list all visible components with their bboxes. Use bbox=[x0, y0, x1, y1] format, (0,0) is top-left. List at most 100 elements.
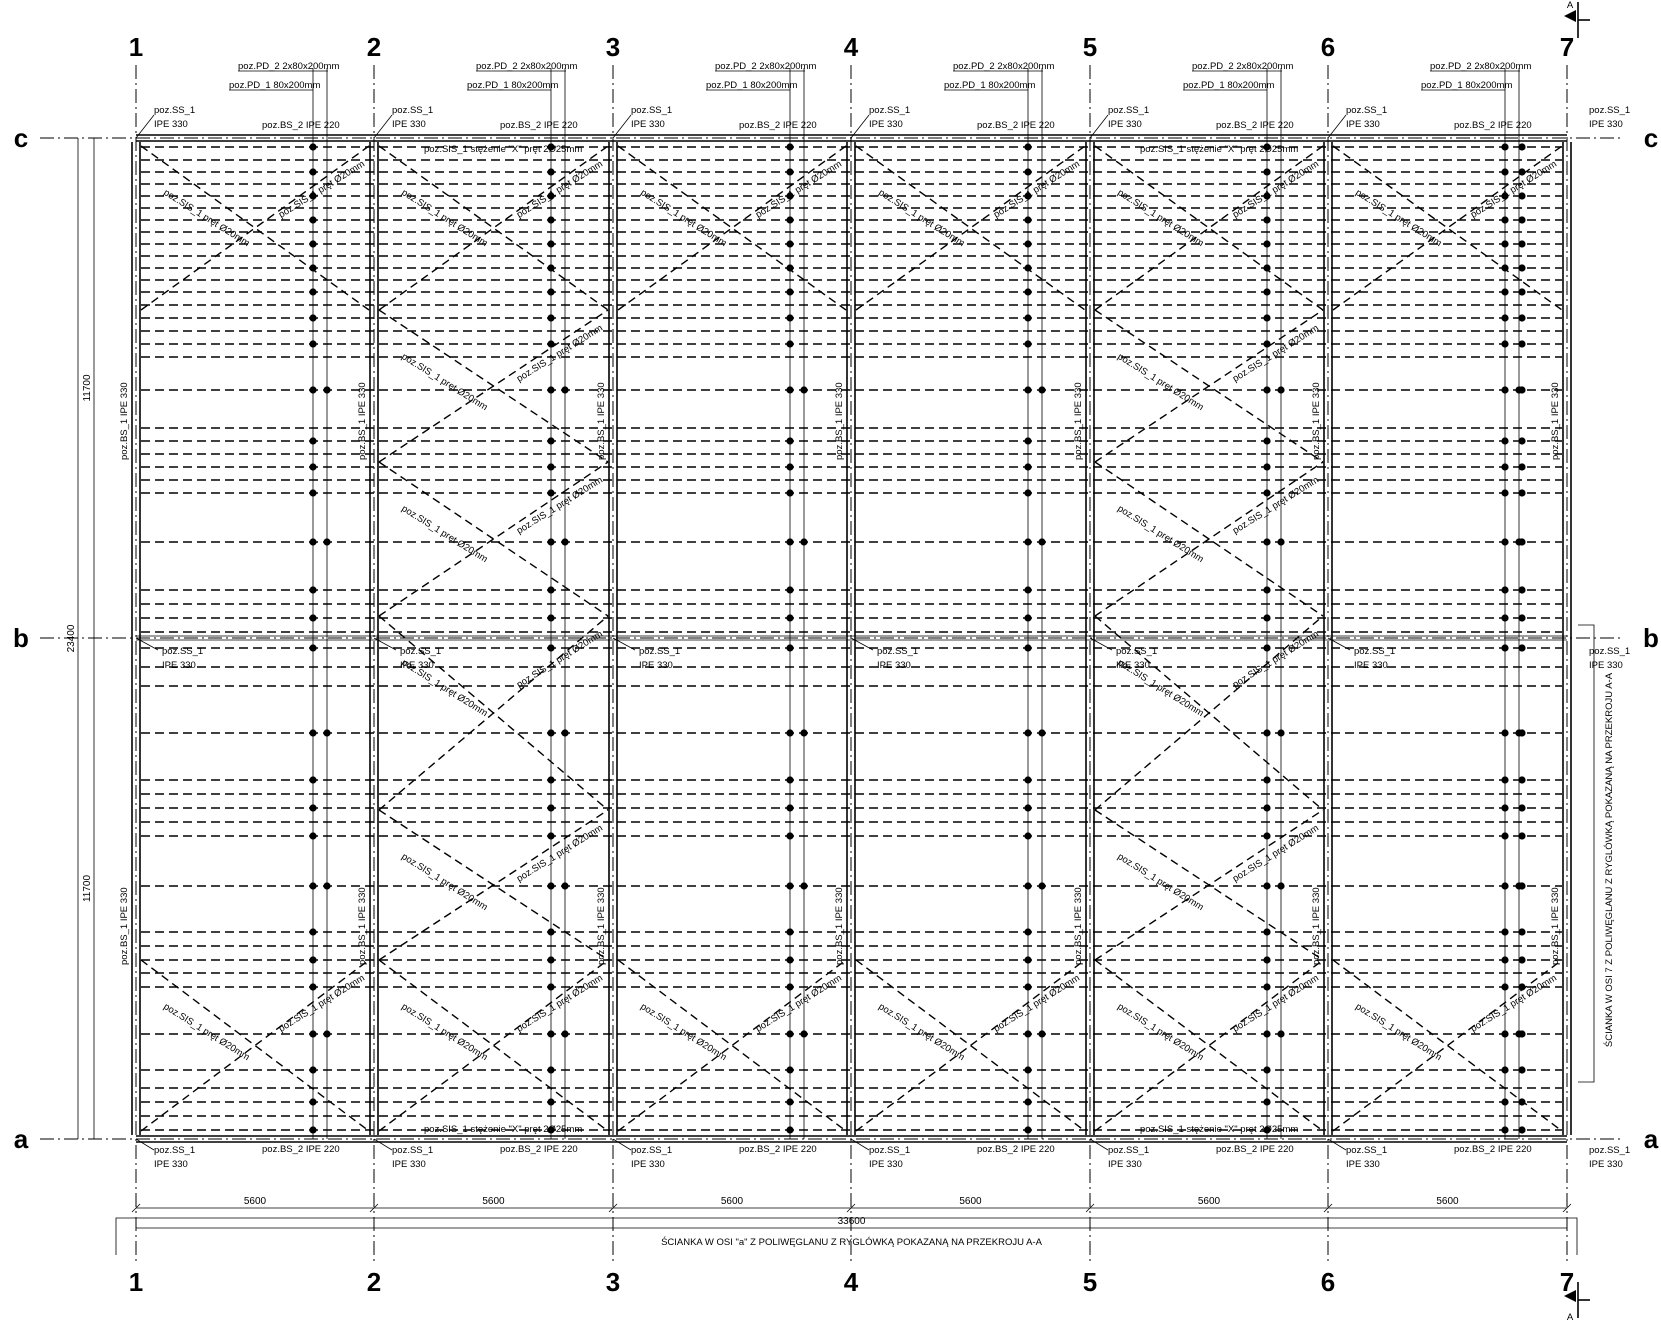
pd1-label: poz.PD_1 80x200mm bbox=[1421, 80, 1512, 91]
brace-line bbox=[617, 145, 847, 311]
ss1-label: poz.SS_1 bbox=[154, 105, 195, 116]
section-arrow bbox=[1564, 10, 1576, 22]
ss1-label: poz.SS_1 bbox=[1108, 105, 1149, 116]
column-label: poz.BS_1 IPE 330 bbox=[1550, 887, 1561, 965]
connection-dot bbox=[1263, 1098, 1271, 1106]
ipe330-label: IPE 330 bbox=[1108, 119, 1142, 130]
connection-dot bbox=[1501, 463, 1509, 471]
connection-dot bbox=[1501, 538, 1509, 546]
connection-dot bbox=[786, 882, 794, 890]
connection-dot bbox=[323, 729, 331, 737]
axis-label-top-6: 6 bbox=[1321, 32, 1335, 62]
connection-dot bbox=[1024, 729, 1032, 737]
ipe330-label: IPE 330 bbox=[1116, 660, 1150, 671]
ss1-label: poz.SS_1 bbox=[1589, 105, 1630, 116]
ss1-label: poz.SS_1 bbox=[1108, 1145, 1149, 1156]
connection-dot bbox=[309, 928, 317, 936]
total-width-dimension: 33600 bbox=[838, 1216, 866, 1227]
connection-dot bbox=[1263, 928, 1271, 936]
connection-dot bbox=[1518, 928, 1526, 936]
connection-dot bbox=[786, 586, 794, 594]
bracing-label: poz.SIS_1 pręt Ø20mm bbox=[277, 973, 367, 1035]
connection-dot bbox=[1501, 928, 1509, 936]
brace-line bbox=[1094, 615, 1324, 811]
connection-dot bbox=[786, 1030, 794, 1038]
connection-dot bbox=[786, 489, 794, 497]
axis-label-top-2: 2 bbox=[367, 32, 381, 62]
connection-dot bbox=[1263, 192, 1271, 200]
bracing-label: poz.SIS_1 pręt Ø20mm bbox=[399, 851, 489, 913]
pd2-label: poz.PD_2 2x80x200mm bbox=[476, 61, 577, 72]
connection-dot bbox=[309, 729, 317, 737]
connection-dot bbox=[1024, 437, 1032, 445]
connection-dot bbox=[786, 1066, 794, 1074]
connection-dot bbox=[547, 586, 555, 594]
column-label: poz.BS_1 IPE 330 bbox=[1073, 382, 1084, 460]
bracing-label: poz.SIS_1 pręt Ø20mm bbox=[638, 187, 728, 249]
connection-dot bbox=[1024, 832, 1032, 840]
connection-dot bbox=[547, 216, 555, 224]
brace-line bbox=[1332, 145, 1563, 311]
brace-line bbox=[378, 145, 609, 311]
connection-dot bbox=[786, 614, 794, 622]
connection-dot bbox=[1501, 314, 1509, 322]
connection-dot bbox=[786, 168, 794, 176]
column-label: poz.BS_1 IPE 330 bbox=[1311, 382, 1322, 460]
brace-line bbox=[1332, 959, 1563, 1132]
connection-dot bbox=[547, 538, 555, 546]
brace-line bbox=[140, 959, 370, 1132]
connection-dot bbox=[1518, 216, 1526, 224]
connection-dot bbox=[786, 956, 794, 964]
connection-dot bbox=[1277, 1030, 1285, 1038]
connection-dot bbox=[1024, 1066, 1032, 1074]
dimension-tick bbox=[1562, 1203, 1572, 1213]
bracing-label: poz.SIS_1 pręt Ø20mm bbox=[399, 503, 489, 565]
ss1-label: poz.SS_1 bbox=[1116, 646, 1157, 657]
connection-dot bbox=[1024, 928, 1032, 936]
connection-dot bbox=[1518, 264, 1526, 272]
connection-dot bbox=[547, 463, 555, 471]
connection-dot bbox=[1024, 1098, 1032, 1106]
x-bracing-label: poz.SIS_1 stężenie "X" pręt 2Ø25mm bbox=[1140, 1124, 1298, 1135]
bs2-label: poz.BS_2 IPE 220 bbox=[977, 120, 1055, 131]
bs2-label: poz.BS_2 IPE 220 bbox=[262, 120, 340, 131]
connection-dot bbox=[309, 216, 317, 224]
axis-label-top-3: 3 bbox=[606, 32, 620, 62]
pd1-label: poz.PD_1 80x200mm bbox=[944, 80, 1035, 91]
connection-dot bbox=[1263, 1066, 1271, 1074]
connection-dot bbox=[1518, 804, 1526, 812]
connection-dot bbox=[786, 314, 794, 322]
ipe330-label: IPE 330 bbox=[1346, 119, 1380, 130]
grid-lines bbox=[40, 65, 1620, 1265]
connection-dot bbox=[1263, 386, 1271, 394]
connection-dot bbox=[786, 729, 794, 737]
brace-line bbox=[1094, 959, 1324, 1132]
bracing-label: poz.SIS_1 pręt Ø20mm bbox=[515, 973, 605, 1035]
axis-label-bottom-4: 4 bbox=[844, 1267, 859, 1297]
bracing-label: poz.SIS_1 pręt Ø20mm bbox=[1231, 973, 1321, 1035]
leader-line bbox=[373, 1138, 393, 1151]
leader-line bbox=[373, 114, 393, 139]
bracing-label: poz.SIS_1 pręt Ø20mm bbox=[876, 187, 966, 249]
bracing-label: poz.SIS_1 pręt Ø20mm bbox=[1231, 323, 1321, 385]
connection-dot bbox=[1518, 1030, 1526, 1038]
brace-line bbox=[378, 615, 609, 811]
section-marker-label: A bbox=[1567, 0, 1574, 11]
connection-dot bbox=[786, 804, 794, 812]
brace-line bbox=[1094, 461, 1324, 617]
bay-dimension: 5600 bbox=[244, 1196, 267, 1207]
connection-dot bbox=[561, 538, 569, 546]
bay-dimension: 5600 bbox=[959, 1196, 982, 1207]
connection-dot bbox=[1518, 314, 1526, 322]
connection-dot bbox=[1501, 437, 1509, 445]
leader-line bbox=[1327, 637, 1351, 651]
connection-dot bbox=[309, 882, 317, 890]
connection-dot bbox=[1024, 192, 1032, 200]
connection-dot bbox=[1024, 168, 1032, 176]
connection-dot bbox=[547, 614, 555, 622]
connection-dot bbox=[1024, 956, 1032, 964]
connection-dot bbox=[800, 538, 808, 546]
connection-dot bbox=[1501, 729, 1509, 737]
ipe330-label: IPE 330 bbox=[1108, 1159, 1142, 1170]
bracing-label: poz.SIS_1 pręt Ø20mm bbox=[992, 973, 1082, 1035]
